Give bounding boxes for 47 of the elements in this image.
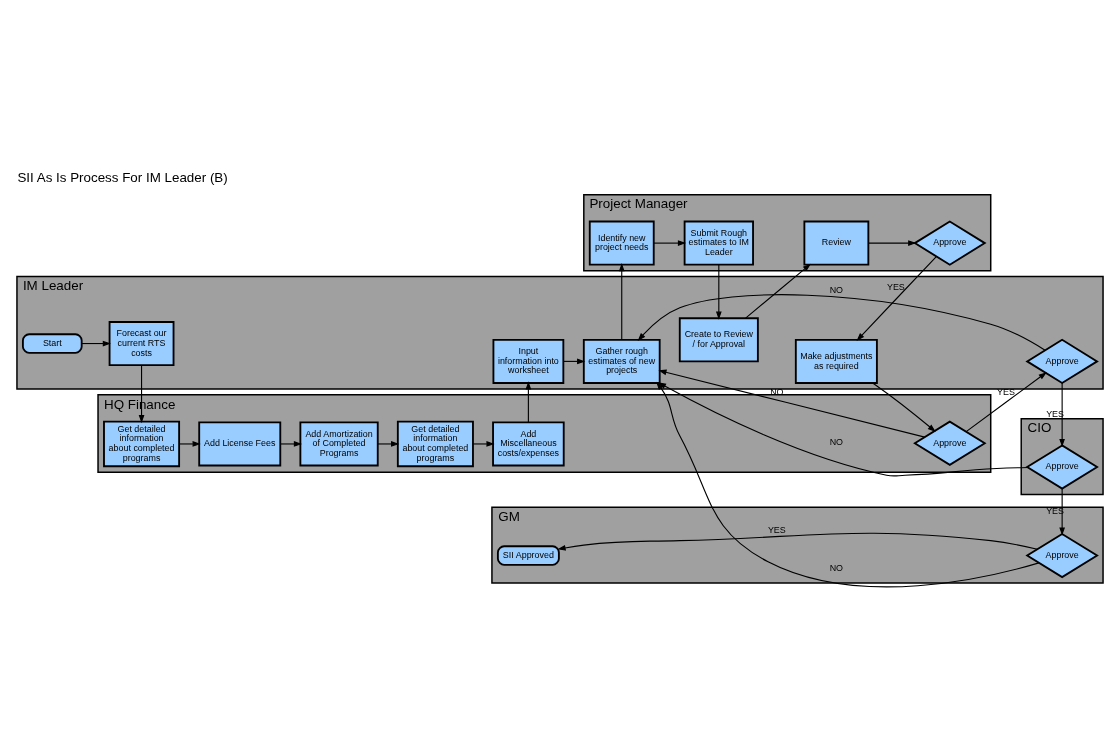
arrow xyxy=(618,262,625,340)
node-box: Identify new project needs xyxy=(588,220,655,266)
edge-label: NO xyxy=(829,436,844,447)
node-diamond: Approve xyxy=(1025,338,1099,384)
arrow xyxy=(965,371,1047,432)
node-box: Gather rough estimates of new projects xyxy=(582,338,661,384)
arrow xyxy=(745,263,811,319)
arrow xyxy=(715,263,722,320)
arrow xyxy=(637,293,1046,351)
node-box: Get detailed information about completed programs xyxy=(103,420,181,467)
edge-label: NO xyxy=(829,284,844,295)
diagram-title: SII As Is Process For IM Leader (B) xyxy=(17,169,228,185)
node-box: Input information into worksheet xyxy=(492,338,565,384)
node-diamond: Approve xyxy=(1025,532,1099,578)
node-box: Start xyxy=(21,332,83,354)
arrow xyxy=(1059,381,1065,447)
node-box: Forecast our current RTS costs xyxy=(108,320,175,366)
arrow xyxy=(525,380,532,423)
arrow xyxy=(178,440,201,447)
node-diamond: Approve xyxy=(1025,443,1099,490)
arrow xyxy=(657,381,1029,477)
edge-label: YES xyxy=(886,281,905,292)
arrow xyxy=(856,255,937,341)
node-box: Create to Review / for Approval xyxy=(678,316,759,362)
arrow xyxy=(868,239,917,246)
node-box: Add Amortization of Completed Programs xyxy=(299,420,379,466)
arrow xyxy=(653,239,687,246)
arrow xyxy=(81,340,111,346)
arrow xyxy=(1059,487,1065,536)
node-box: Get detailed information about completed programs xyxy=(396,420,474,467)
node-diamond: Approve xyxy=(913,219,987,266)
arrow xyxy=(280,440,303,447)
arrow xyxy=(656,381,1040,587)
edge-label: NO xyxy=(829,562,844,573)
node-box: SII Approved xyxy=(496,544,560,566)
node-box: Submit Rough estimates to IM Leader xyxy=(683,220,754,266)
node-box: Make adjustments as required xyxy=(794,338,878,384)
arrow xyxy=(658,369,926,438)
arrow xyxy=(472,440,495,447)
arrow xyxy=(377,440,400,447)
arrow xyxy=(138,364,145,423)
node-box: Review xyxy=(803,220,870,266)
node-box: Add Miscellaneous costs/expenses xyxy=(492,420,565,466)
edge-label: YES xyxy=(767,524,786,535)
arrow xyxy=(557,532,1038,551)
arrow xyxy=(872,381,936,432)
node-box: Add License Fees xyxy=(198,420,282,466)
